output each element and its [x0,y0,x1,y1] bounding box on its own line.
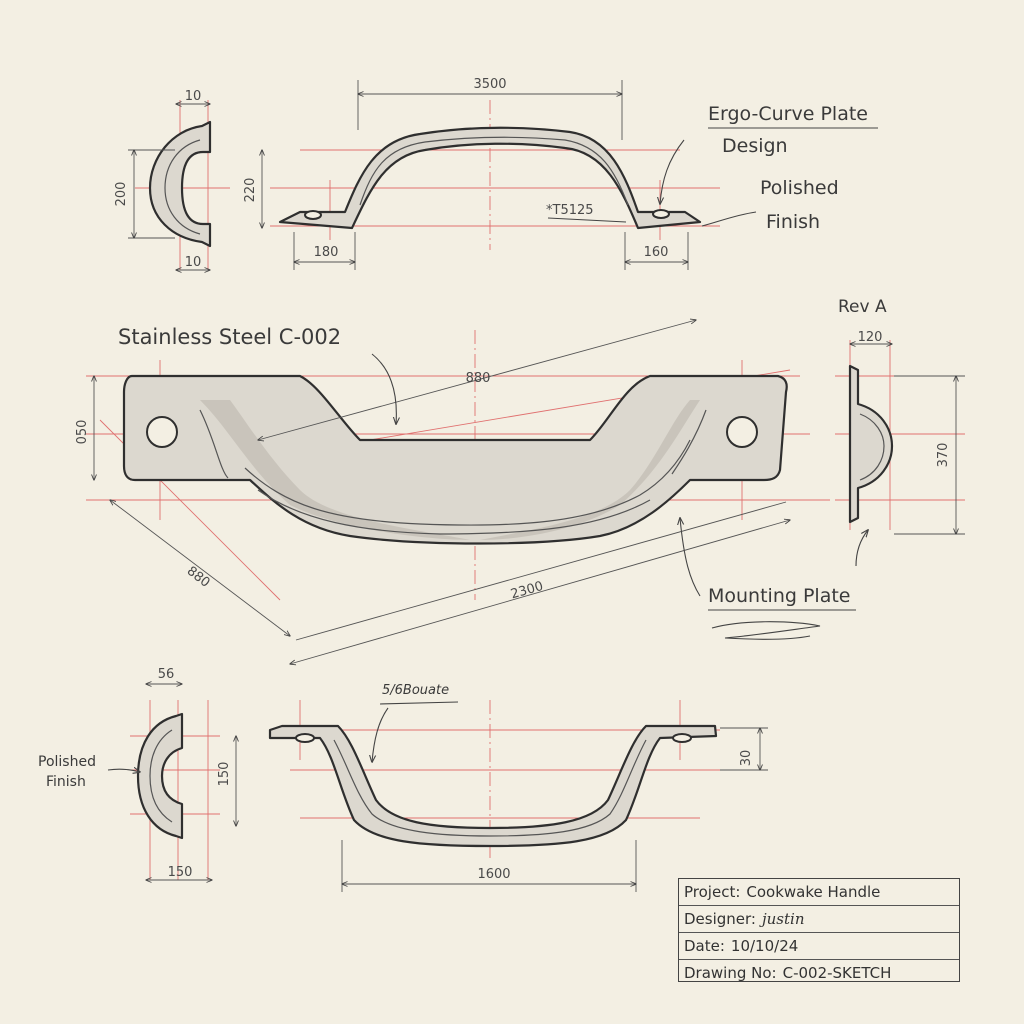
title-block-designer-row: Designer: justin [679,906,959,933]
material-note: Stainless Steel C-002 [118,325,396,424]
title-block-project-row: Project: Cookwake Handle [679,879,959,906]
drawing-label: Drawing No: [684,964,777,982]
right-side-width: 120 [858,330,883,345]
iso-height: 050 [75,420,90,445]
date-label: Date: [684,937,725,955]
bottom-height: 30 [739,750,754,767]
tl-side-width-bottom: 10 [185,255,202,270]
title-block-drawing-row: Drawing No: C-002-SKETCH [679,960,959,986]
iso-left-length: 880 [184,564,213,591]
top-right-foot-dim: 160 [644,245,669,260]
middle-iso-view: 880 880 2300 050 [75,320,830,664]
bl-side-width-top: 56 [158,667,175,682]
bl-side-width-bottom: 150 [168,865,193,880]
top-overall-length: 3500 [473,77,506,92]
bottom-left-side-view: 56 150 150 Polished Finish [38,667,236,880]
iso-bottom-length: 2300 [509,579,545,603]
polished-top-line2: Finish [766,211,820,233]
drawing-value: C-002-SKETCH [782,964,892,982]
revision-label: Rev A [838,297,887,317]
top-height-dim: 220 [243,178,258,203]
top-left-foot-dim: 180 [314,245,339,260]
mounting-label: Mounting Plate [708,585,851,607]
tl-side-width-top: 10 [185,89,202,104]
project-label: Project: [684,883,741,901]
bottom-length: 1600 [477,867,510,882]
designer-value: justin [761,910,805,928]
right-side-height: 370 [936,443,951,468]
top-front-view: 3500 180 160 220 *T5125 [243,77,720,270]
project-value: Cookwake Handle [746,883,881,901]
bottom-note: 5/6Bouate [382,683,449,698]
mounting-note: Mounting Plate [680,518,856,640]
polished-bl-line1: Polished [38,754,96,770]
ergo-note-line1: Ergo-Curve Plate [708,103,868,125]
bl-side-height: 150 [217,762,232,787]
polished-top-line1: Polished [760,177,839,199]
designer-label: Designer: [684,910,756,928]
polished-note-top: Polished Finish [701,177,839,233]
title-block-date-row: Date: 10/10/24 [679,933,959,960]
ergo-note-line2: Design [722,135,788,157]
tl-side-height: 200 [114,182,129,207]
top-left-side-view: 10 10 200 [114,89,230,270]
ergo-note: Ergo-Curve Plate Design [660,103,878,204]
title-block: Project:Cookwake Handle Designer:justin … [678,878,960,982]
iso-top-length: 880 [466,371,491,386]
top-thread-callout: *T5125 [546,203,594,218]
material-label: Stainless Steel C-002 [118,325,341,349]
bottom-front-view: 5/6Bouate 1600 30 [268,683,768,892]
polished-bl-line2: Finish [46,774,86,790]
right-side-view: 120 370 Rev A [835,297,965,567]
date-value: 10/10/24 [730,937,799,955]
